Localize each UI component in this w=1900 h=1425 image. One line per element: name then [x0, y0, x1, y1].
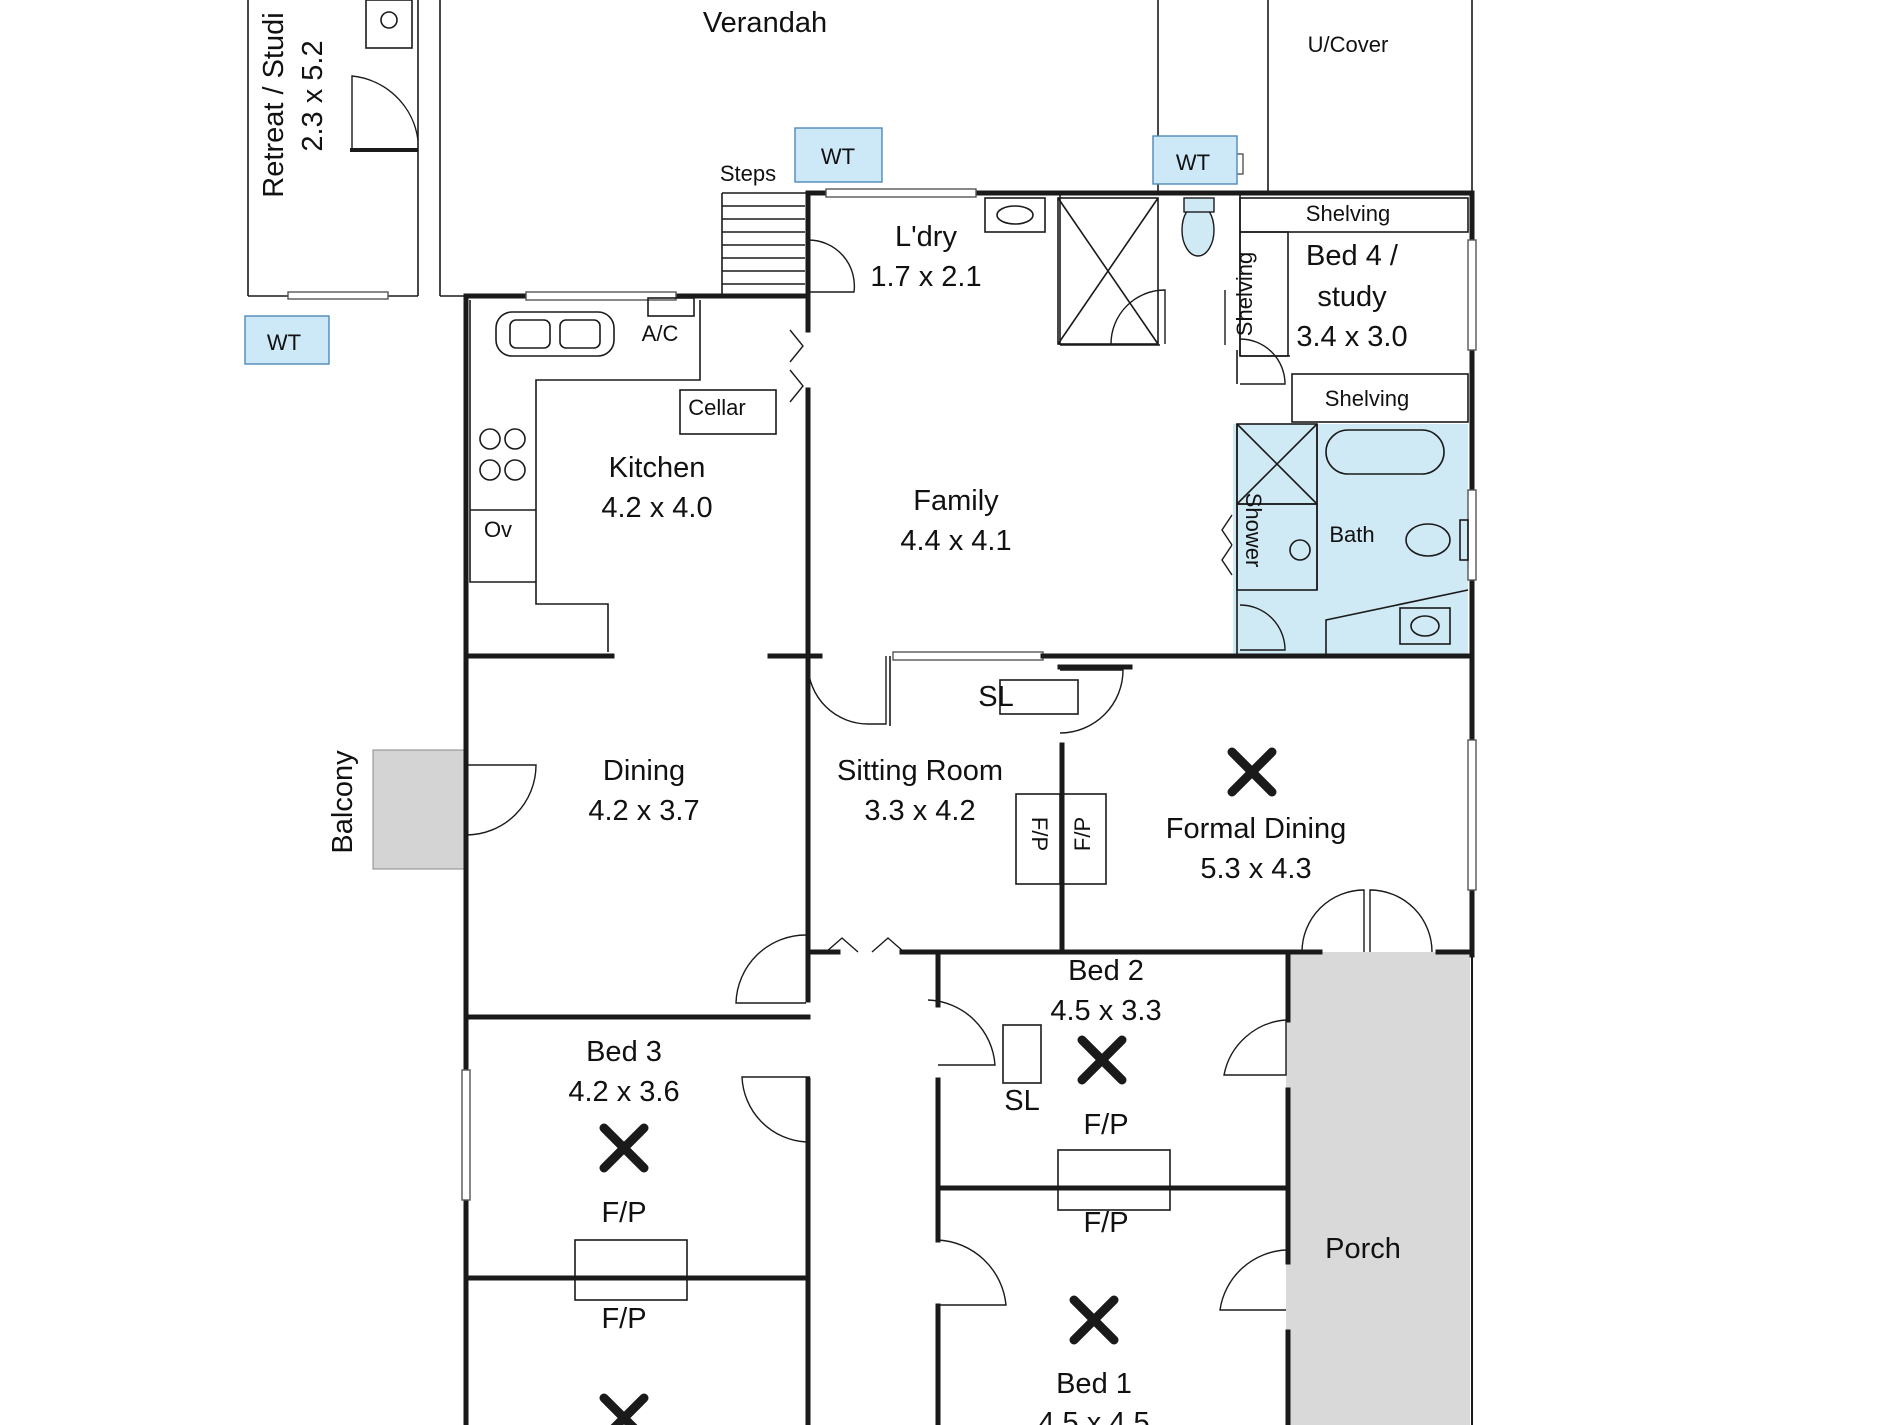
outdoor-outlines	[439, 0, 1473, 297]
fireplace-label: F/P	[1083, 1207, 1128, 1239]
fireplace-label: F/P	[601, 1197, 646, 1229]
sitting-room-name-label: Sitting Room	[837, 755, 1003, 787]
laundry-name-label: L'dry	[895, 221, 957, 253]
bed3-name-label: Bed 3	[586, 1036, 662, 1068]
retreat-name-label: Retreat / Studi	[258, 12, 290, 197]
water-tank-tags	[244, 127, 1238, 365]
fan-icon	[1069, 1295, 1119, 1345]
fireplace-label: F/P	[1027, 817, 1052, 851]
fan-icon	[1077, 1035, 1127, 1085]
wt-label: WT	[1176, 150, 1210, 175]
sitting-room-size-label: 3.3 x 4.2	[864, 795, 975, 827]
sl-label: SL	[1004, 1085, 1039, 1117]
retreat-size-label: 2.3 x 5.2	[297, 40, 329, 151]
shelving-label: Shelving	[1325, 386, 1409, 411]
oven-label: Ov	[484, 517, 512, 542]
formal-dining-name-label: Formal Dining	[1166, 813, 1347, 845]
kitchen-size-label: 4.2 x 4.0	[601, 492, 712, 524]
bed2-name-label: Bed 2	[1068, 955, 1144, 987]
wt-label: WT	[267, 330, 301, 355]
porch-area	[1286, 952, 1470, 1425]
bed4-line1-label: Bed 4 /	[1306, 240, 1399, 272]
shelving-label: Shelving	[1232, 252, 1257, 336]
formal-dining-size-label: 5.3 x 4.3	[1200, 853, 1311, 885]
ucover-label: U/Cover	[1308, 32, 1389, 57]
kitchen-name-label: Kitchen	[609, 452, 706, 484]
family-name-label: Family	[913, 485, 999, 517]
family-size-label: 4.4 x 4.1	[900, 525, 1011, 557]
cellar-label: Cellar	[688, 395, 745, 420]
shelving-units	[1239, 197, 1469, 423]
dining-name-label: Dining	[603, 755, 685, 787]
bed1-size-label: 4.5 x 4.5	[1038, 1407, 1149, 1425]
fireplace-label: F/P	[1070, 817, 1095, 851]
ac-label: A/C	[642, 321, 679, 346]
porch-label: Porch	[1325, 1233, 1401, 1265]
ceiling-fan-icons	[599, 747, 1277, 1425]
balcony-label: Balcony	[327, 750, 359, 854]
kitchen-benches	[469, 297, 777, 652]
bed1-name-label: Bed 1	[1056, 1368, 1132, 1400]
bath-label: Bath	[1329, 522, 1374, 547]
bed2-size-label: 4.5 x 3.3	[1050, 995, 1161, 1027]
wt-label: WT	[821, 144, 855, 169]
fan-icon	[1227, 747, 1277, 797]
fan-icon	[599, 1393, 649, 1425]
shower-label: Shower	[1241, 493, 1266, 568]
fireplace-label: F/P	[601, 1303, 646, 1335]
balcony-area	[372, 749, 467, 870]
sl-label: SL	[978, 681, 1013, 713]
steps-label: Steps	[720, 161, 776, 186]
shelving-label: Shelving	[1306, 201, 1390, 226]
verandah-label: Verandah	[703, 7, 827, 39]
retreat-studio	[247, 0, 419, 300]
dining-size-label: 4.2 x 3.7	[588, 795, 699, 827]
laundry-size-label: 1.7 x 2.1	[870, 261, 981, 293]
bed4-size-label: 3.4 x 3.0	[1296, 321, 1407, 353]
bed4-line2-label: study	[1317, 281, 1387, 313]
fireplace-label: F/P	[1083, 1109, 1128, 1141]
fan-icon	[599, 1123, 649, 1173]
fireplaces	[574, 679, 1171, 1301]
bathroom-fixtures	[1236, 423, 1469, 655]
bed3-size-label: 4.2 x 3.6	[568, 1076, 679, 1108]
door-swings	[465, 239, 1433, 1311]
